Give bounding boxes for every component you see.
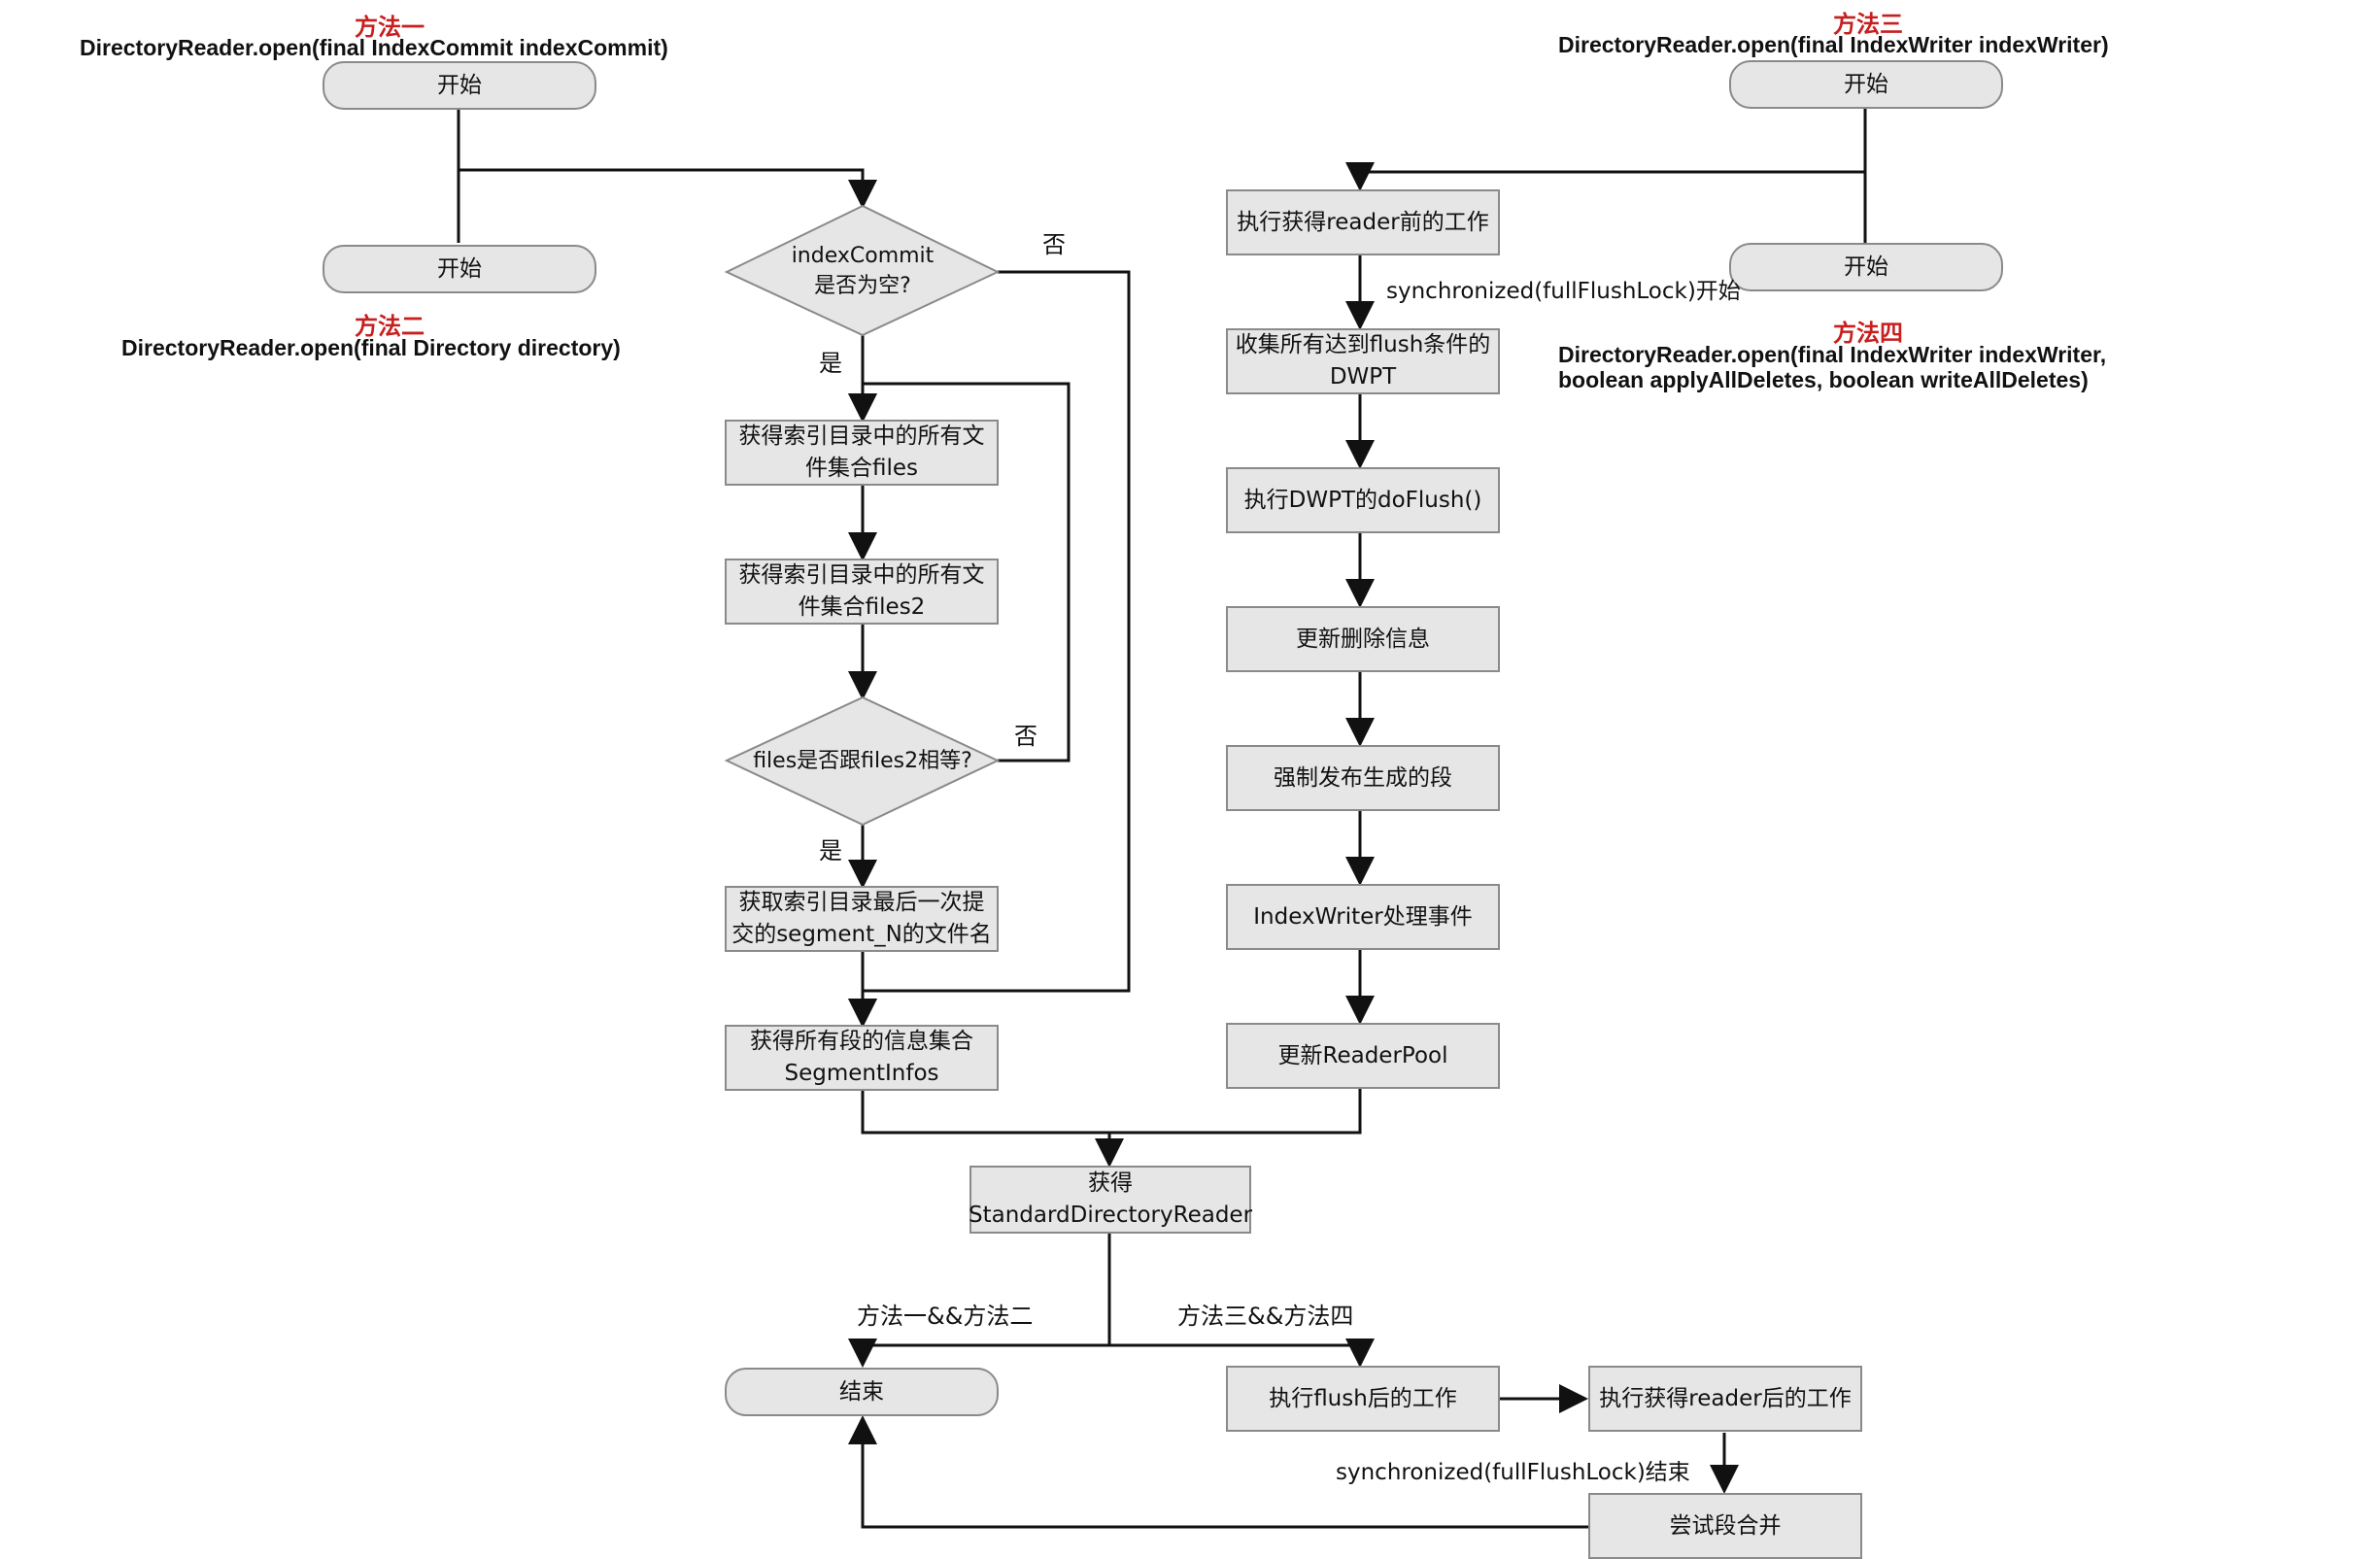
method1-label: 方法一: [355, 15, 425, 41]
commit-no-label: 否: [1042, 231, 1066, 258]
end-node: 结束: [725, 1368, 999, 1416]
get-files2-box: 获得索引目录中的所有文 件集合files2: [725, 559, 999, 625]
update-deletes-box: 更新删除信息: [1226, 606, 1500, 672]
post-reader-work-box: 执行获得reader后的工作: [1588, 1366, 1862, 1432]
get-files-box: 获得索引目录中的所有文 件集合files: [725, 420, 999, 486]
edge-start-to-commit-decision: [459, 168, 877, 209]
update-readerpool-box: 更新ReaderPool: [1226, 1023, 1500, 1089]
sync-end-label: synchronized(fullFlushLock)结束: [1336, 1460, 1690, 1485]
method2-label: 方法二: [355, 314, 425, 340]
edge-start3-to-prework: [1345, 162, 1865, 191]
start-node-method4: 开始: [1729, 243, 2003, 291]
sync-start-label: synchronized(fullFlushLock)开始: [1386, 279, 1741, 304]
collect-dwpt-box: 收集所有达到flush条件的 DWPT: [1226, 328, 1500, 394]
edge-sdr-branch: [848, 1234, 1111, 1368]
get-segment-n-box: 获取索引目录最后一次提 交的segment_N的文件名: [725, 886, 999, 952]
method3-signature: DirectoryReader.open(final IndexWriter i…: [1558, 32, 2109, 57]
edge-files-no-loop: [848, 382, 1071, 763]
files-yes-label: 是: [819, 837, 842, 864]
force-publish-box: 强制发布生成的段: [1226, 745, 1500, 811]
pre-reader-work-box: 执行获得reader前的工作: [1226, 189, 1500, 255]
method2-signature: DirectoryReader.open(final Directory dir…: [121, 335, 621, 360]
edge-infos-to-sdr: [861, 1089, 1362, 1135]
dwpt-doflush-box: 执行DWPT的doFlush(): [1226, 467, 1500, 533]
decision-index-commit-text: indexCommit 是否为空?: [791, 244, 935, 298]
branch-m34-label: 方法三&&方法四: [1177, 1303, 1354, 1330]
method1-signature: DirectoryReader.open(final IndexCommit i…: [80, 35, 668, 60]
branch-m12-label: 方法一&&方法二: [857, 1303, 1034, 1330]
get-sdr-box: 获得 StandardDirectoryReader: [969, 1166, 1252, 1234]
start-node-method2: 开始: [323, 245, 596, 293]
files-no-label: 否: [1014, 723, 1037, 750]
method4-label: 方法四: [1833, 321, 1903, 347]
decision-files-equal-text: files是否跟files2相等?: [753, 749, 972, 773]
start-node-method3: 开始: [1729, 60, 2003, 109]
try-merge-box: 尝试段合并: [1588, 1493, 1862, 1559]
indexwriter-events-box: IndexWriter处理事件: [1226, 884, 1500, 950]
method4-signature-line2: boolean applyAllDeletes, boolean writeAl…: [1558, 367, 2089, 392]
method3-label: 方法三: [1833, 12, 1903, 38]
decision-files-equal: [724, 695, 1001, 827]
commit-yes-label: 是: [819, 350, 842, 377]
edge-sdr-to-postflush: [1109, 1339, 1375, 1368]
get-segment-infos-box: 获得所有段的信息集合 SegmentInfos: [725, 1025, 999, 1091]
start-node-method1: 开始: [323, 61, 596, 110]
post-flush-work-box: 执行flush后的工作: [1226, 1366, 1500, 1432]
edge-merge-to-end: [848, 1415, 1588, 1529]
method4-signature-line1: DirectoryReader.open(final IndexWriter i…: [1558, 342, 2107, 367]
decision-index-commit: [724, 204, 1001, 337]
